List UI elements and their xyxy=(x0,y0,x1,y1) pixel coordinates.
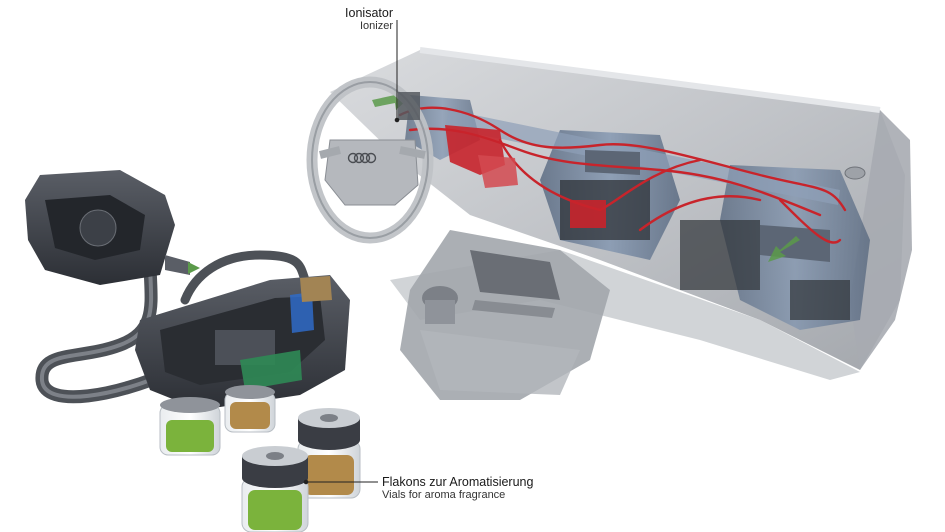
gear-selector-base xyxy=(425,300,455,324)
vent-center xyxy=(585,150,640,175)
ionizer-label-de: Ionisator xyxy=(345,6,393,20)
circuit-board xyxy=(240,350,302,390)
leader-lines xyxy=(303,20,400,485)
vial-green xyxy=(241,446,309,532)
fragrance-valve xyxy=(570,200,606,228)
airflow-arrow-right-icon xyxy=(768,236,800,262)
blue-valves xyxy=(290,292,314,333)
console-screen xyxy=(470,250,560,300)
vial-installed-amber xyxy=(224,385,276,433)
vial-installed-green xyxy=(159,397,221,456)
hvac-block-3 xyxy=(790,280,850,320)
ionizer-unit xyxy=(398,92,420,120)
hvac-block-2 xyxy=(680,220,760,290)
vials-label-de: Flakons zur Aromatisierung xyxy=(382,475,534,489)
cross-duct xyxy=(445,110,840,205)
fan-outlet xyxy=(165,255,190,275)
outlet-arrow-icon xyxy=(188,262,200,274)
fan-rotor xyxy=(79,209,117,247)
vial-spring xyxy=(266,452,284,460)
console-buttons xyxy=(472,300,555,318)
four-rings-logo-icon xyxy=(347,152,377,164)
dashboard-right-side xyxy=(850,110,912,370)
vials-label-en: Vials for aroma fragrance xyxy=(382,489,506,502)
fragrance-components xyxy=(445,125,606,228)
console-tray xyxy=(420,330,580,395)
dashboard xyxy=(306,47,912,400)
ionizer-label-en: Ionizer xyxy=(359,20,393,33)
steering-wheel xyxy=(306,76,434,244)
fragrance-pump xyxy=(478,155,518,188)
vials-label: Flakons zur Aromatisierung Vials for aro… xyxy=(382,475,572,502)
fragrance-module xyxy=(25,170,361,532)
tweeter xyxy=(844,166,866,180)
ionizer-label: Ionisator Ionizer xyxy=(325,6,393,33)
hose-top xyxy=(180,250,310,305)
dashboard-rim xyxy=(419,47,881,113)
vial-amber xyxy=(297,408,361,499)
vial-spring xyxy=(320,414,338,422)
